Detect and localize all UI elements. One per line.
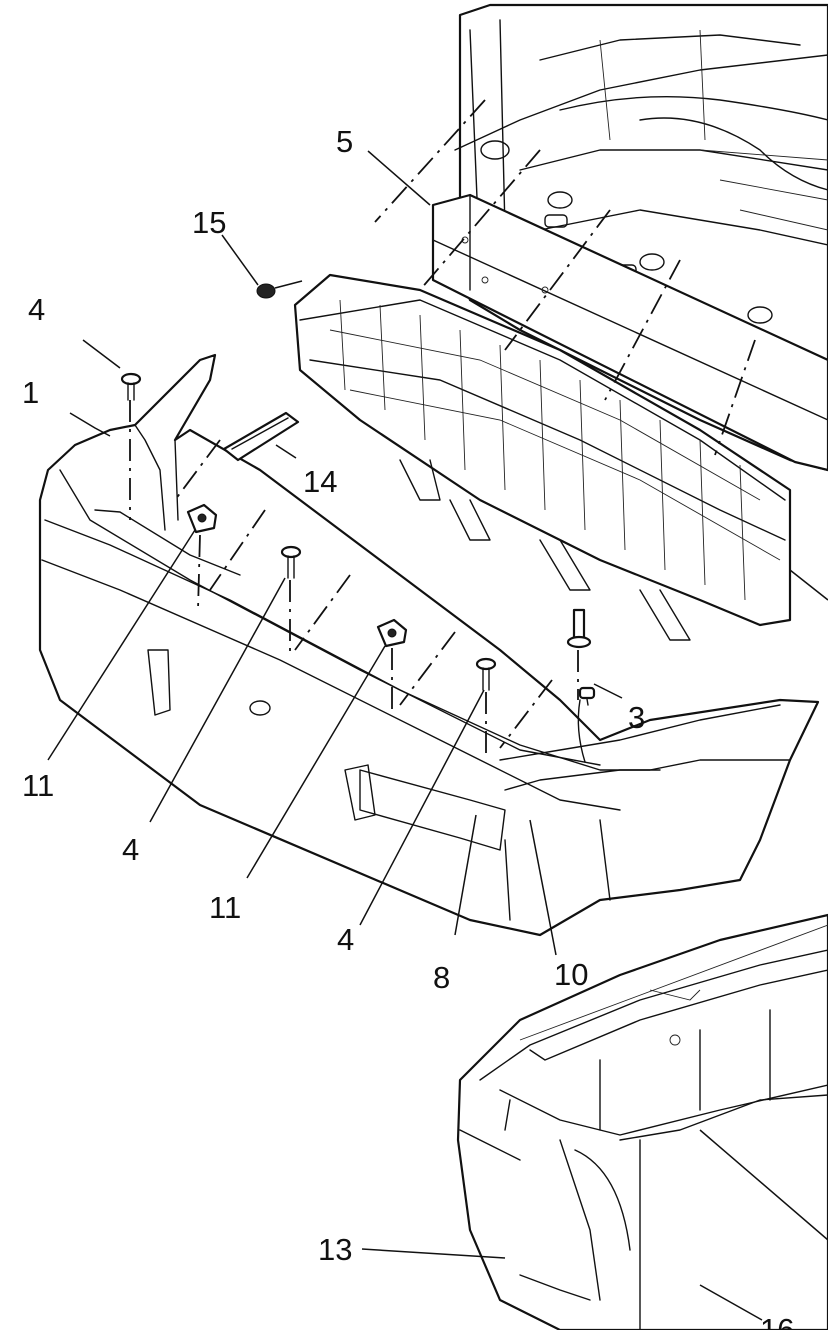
callout-11-center: 11 [209,890,241,925]
leader-lines [47,150,828,1321]
bumper-reinforcement-beam [431,193,828,472]
clip-nut-11b [376,618,408,648]
rear-bumper-fascia [38,353,820,937]
clip-nut-11a [186,503,218,534]
callout-4-center: 4 [337,922,354,957]
callout-4-top: 4 [28,292,45,327]
callout-13: 13 [318,1232,352,1267]
nut-15 [256,280,303,299]
callout-labels: 1 3 4 4 4 4 5 8 10 11 11 13 14 15 16 [22,124,794,1330]
callout-1: 1 [22,375,39,410]
callout-11-left: 11 [22,768,54,803]
push-pin-4c [475,657,497,691]
callout-16: 16 [760,1312,794,1330]
energy-absorber [293,273,792,641]
callout-15: 15 [192,205,226,240]
fasteners [120,280,697,1287]
push-pin-4a [120,372,142,401]
bracket-14 [222,411,300,462]
callout-4-left: 4 [122,832,139,867]
callout-5: 5 [336,124,353,159]
callout-3: 3 [628,700,645,735]
callout-14: 14 [303,464,337,499]
callout-10: 10 [554,957,588,992]
lower-fascia-assembly [456,913,828,1330]
sensor-wire [577,686,596,763]
callout-8: 8 [433,960,450,995]
push-pin-4b [280,545,302,579]
bolt-3 [566,608,592,649]
